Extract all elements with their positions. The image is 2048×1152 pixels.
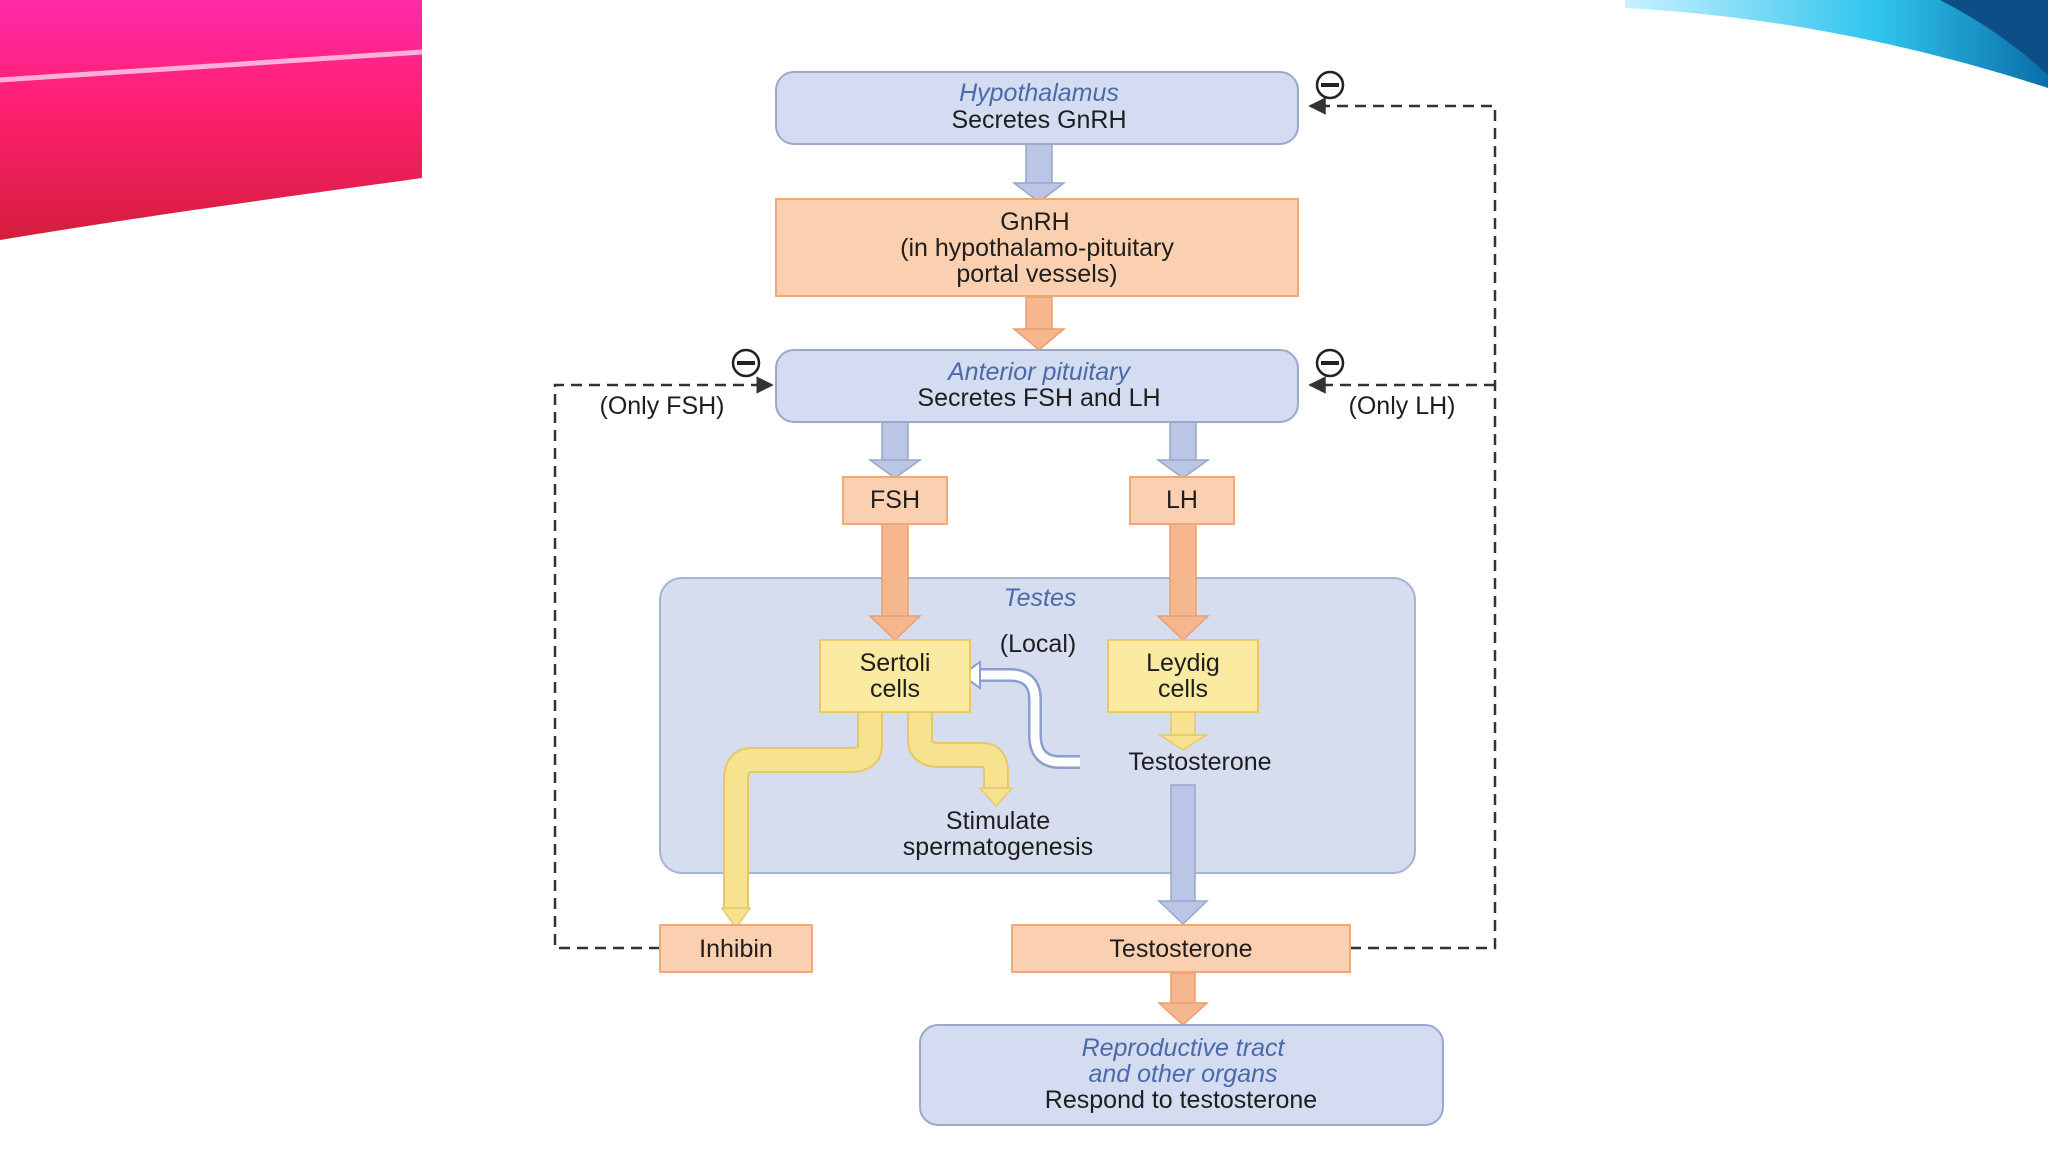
- leydig-cells-box: [1107, 639, 1259, 713]
- sertoli-cells-box: [819, 639, 971, 713]
- inhibit-symbol-hypothalamus: [1315, 70, 1345, 100]
- inhibit-symbol-pituitary-left: [731, 348, 761, 378]
- local-label: (Local): [1000, 630, 1076, 658]
- reproductive-line3: Respond to testosterone: [1045, 1086, 1317, 1114]
- reproductive-line1: Reproductive tract: [1082, 1034, 1286, 1062]
- stimulate-line1: Stimulate: [946, 807, 1050, 835]
- lh-box: [1129, 476, 1235, 525]
- only-fsh-label: (Only FSH): [600, 392, 725, 420]
- inhibin-box: [659, 924, 813, 973]
- arrow-leydig-to-testosterone: [1157, 711, 1209, 751]
- pink-swoosh-highlight: [0, 49, 423, 83]
- reproductive-tract-box: [919, 1024, 1444, 1126]
- arrow-sertoli-to-inhibin: [720, 712, 883, 930]
- arrow-lh-to-leydig: [1156, 523, 1210, 642]
- lh-label: LH: [1166, 486, 1198, 514]
- anterior-pituitary-box: [775, 349, 1299, 423]
- anterior-pituitary-title: Anterior pituitary: [946, 358, 1132, 386]
- arrow-testosterone-to-reproductive: [1157, 972, 1209, 1027]
- anterior-pituitary-text: Secretes FSH and LH: [917, 384, 1160, 412]
- arrow-testosterone-to-output: [1157, 784, 1209, 926]
- gnrh-box: [775, 198, 1299, 297]
- leydig-line2: cells: [1158, 675, 1208, 703]
- hypothalamus-text: Secretes GnRH: [951, 106, 1126, 134]
- testosterone-output-label: Testosterone: [1109, 935, 1252, 963]
- arrow-pituitary-to-lh: [1155, 421, 1211, 479]
- pink-swoosh-decoration: [0, 0, 422, 240]
- fsh-label: FSH: [870, 486, 920, 514]
- feedback-line-inhibin-pituitary: [553, 376, 774, 950]
- arrow-sertoli-to-spermatogenesis: [907, 712, 1014, 808]
- testosterone-inner-label: Testosterone: [1128, 748, 1271, 776]
- feedback-line-testosterone-hypothalamus: [1308, 97, 1497, 950]
- testosterone-output-box: [1011, 924, 1351, 973]
- gnrh-line2: (in hypothalamo-pituitary: [900, 234, 1174, 262]
- leydig-line1: Leydig: [1146, 649, 1220, 677]
- arrow-pituitary-to-fsh: [867, 421, 923, 479]
- inhibin-label: Inhibin: [699, 935, 773, 963]
- arrow-testosterone-to-sertoli-local: [960, 660, 1080, 769]
- gnrh-line3: portal vessels): [956, 260, 1117, 288]
- sertoli-line2: cells: [870, 675, 920, 703]
- stimulate-line2: spermatogenesis: [903, 833, 1093, 861]
- hypothalamus-title: Hypothalamus: [959, 79, 1119, 107]
- testes-title: Testes: [1004, 584, 1077, 612]
- blue-swoosh-decoration: [1625, 0, 2048, 88]
- inhibit-symbol-pituitary-right: [1315, 348, 1345, 378]
- reproductive-line2: and other organs: [1088, 1060, 1277, 1088]
- fsh-box: [842, 476, 948, 525]
- only-lh-label: (Only LH): [1349, 392, 1456, 420]
- arrow-hypothalamus-to-gnrh: [1011, 142, 1067, 203]
- blue-swoosh-dark: [1940, 0, 2048, 75]
- arrow-gnrh-to-pituitary: [1011, 296, 1067, 351]
- hypothalamus-box: [775, 71, 1299, 145]
- sertoli-line1: Sertoli: [860, 649, 931, 677]
- gnrh-line1: GnRH: [1000, 208, 1069, 236]
